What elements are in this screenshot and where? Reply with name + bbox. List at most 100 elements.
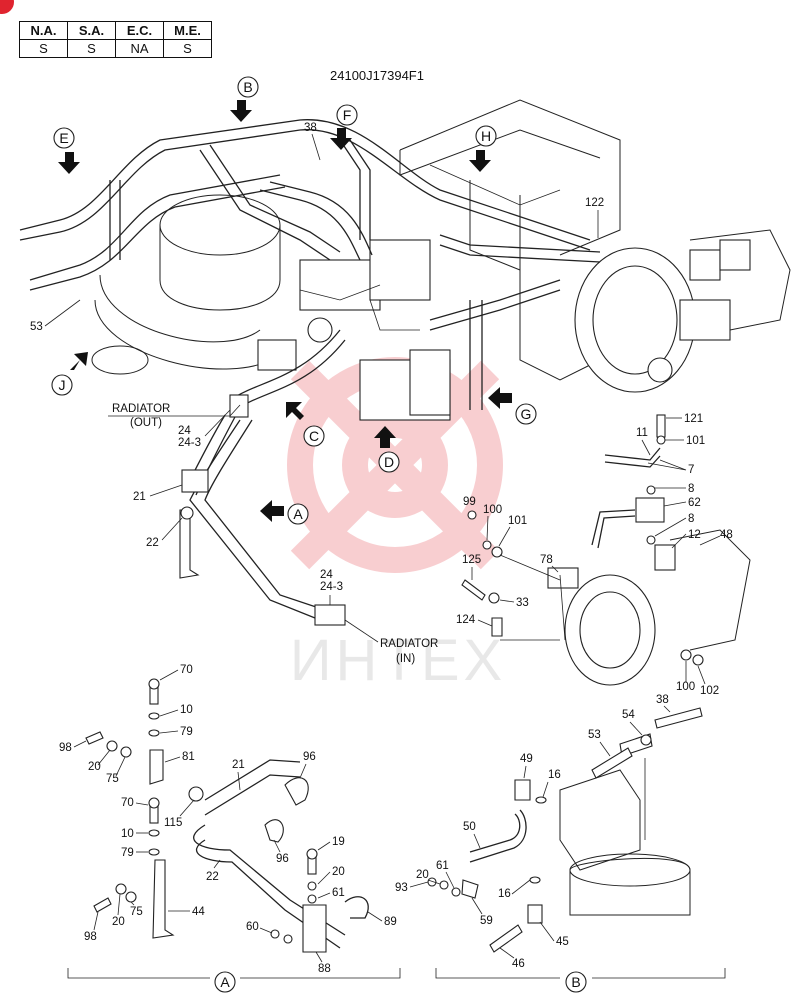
- callout-122: 122: [585, 197, 604, 209]
- svg-text:61: 61: [332, 887, 345, 899]
- svg-text:19: 19: [332, 836, 345, 848]
- svg-text:H: H: [481, 128, 491, 144]
- callout-125: 125: [462, 554, 481, 566]
- svg-text:93: 93: [395, 882, 408, 894]
- svg-text:D: D: [384, 454, 394, 470]
- pump-parts-detail: [461, 414, 751, 686]
- view-marker-e: E: [53, 127, 80, 174]
- callout-38: 38: [304, 122, 317, 134]
- svg-text:60: 60: [246, 921, 259, 933]
- callout-62: 62: [688, 497, 701, 509]
- detail-b-label: B: [571, 974, 580, 990]
- svg-text:E: E: [59, 130, 68, 146]
- svg-text:20: 20: [88, 761, 101, 773]
- callout-102: 102: [700, 685, 719, 697]
- svg-text:G: G: [521, 406, 532, 422]
- detail-b-marker: [565, 971, 587, 993]
- svg-text:70: 70: [180, 664, 193, 676]
- callout-11: 11: [636, 427, 648, 439]
- cell-na: S: [19, 39, 68, 58]
- callout-7: 7: [688, 464, 694, 476]
- svg-text:20: 20: [332, 866, 345, 878]
- col-header-sa: S.A.: [67, 21, 116, 40]
- detail-b-bracket: [435, 968, 726, 979]
- cell-ec: NA: [115, 39, 164, 58]
- svg-text:88: 88: [318, 963, 331, 975]
- detail-b-parts: [427, 707, 703, 953]
- cell-me: S: [163, 39, 212, 58]
- detail-a-parts: [85, 678, 369, 953]
- radiator-out-label: RADIATOR: [112, 403, 170, 415]
- svg-text:10: 10: [121, 828, 134, 840]
- callout-8-a: 8: [688, 483, 694, 495]
- callout-22-main: 22: [146, 537, 159, 549]
- svg-text:70: 70: [121, 797, 134, 809]
- detail-b: 54 38 53 49 16 50 61 20 93 59 16 45 46: [395, 694, 726, 993]
- detail-a-bracket: [67, 968, 401, 979]
- callout-24-in: 24: [320, 569, 333, 581]
- svg-text:45: 45: [556, 936, 569, 948]
- svg-text:20: 20: [112, 916, 125, 928]
- radiator-in-sub: (IN): [396, 653, 415, 665]
- callout-8-b: 8: [688, 513, 694, 525]
- callout-24-out: 24: [178, 425, 191, 437]
- callout-100-a: 100: [483, 504, 502, 516]
- detail-a-label: A: [220, 974, 230, 990]
- svg-text:20: 20: [416, 869, 429, 881]
- svg-text:A: A: [293, 506, 303, 522]
- callout-21-main: 21: [133, 491, 146, 503]
- view-marker-f: F: [330, 104, 358, 150]
- svg-text:38: 38: [656, 694, 669, 706]
- svg-text:10: 10: [180, 704, 193, 716]
- svg-text:81: 81: [182, 751, 195, 763]
- svg-text:J: J: [59, 377, 66, 393]
- callout-33: 33: [516, 597, 529, 609]
- main-callouts: 38 122 53 RADIATOR (OUT) 24 24-3 21 22 2…: [30, 122, 733, 697]
- radiator-bracket: [179, 469, 209, 579]
- svg-text:98: 98: [59, 742, 72, 754]
- view-marker-g: G: [488, 387, 537, 425]
- view-marker-b: B: [230, 76, 259, 122]
- callout-24-3-in: 24-3: [320, 581, 343, 593]
- svg-text:C: C: [309, 428, 319, 444]
- svg-text:79: 79: [180, 726, 193, 738]
- applicability-table: N.A. S.A. E.C. M.E. S S NA S: [19, 21, 212, 58]
- svg-text:44: 44: [192, 906, 205, 918]
- svg-text:115: 115: [164, 817, 182, 829]
- radiator-in-label: RADIATOR: [380, 638, 438, 650]
- detail-b-callouts: 54 38 53 49 16 50 61 20 93 59 16 45 46: [395, 694, 671, 970]
- callout-48: 48: [720, 529, 733, 541]
- valve-block: [257, 239, 451, 421]
- svg-text:75: 75: [130, 906, 143, 918]
- svg-text:22: 22: [206, 871, 219, 883]
- callout-124: 124: [456, 614, 476, 626]
- view-marker-c: C: [286, 402, 325, 447]
- watermark-text: ИНТЕХ: [290, 628, 506, 693]
- view-marker-j: J: [51, 352, 88, 396]
- detail-a: 70 10 79 98 20 75 81 21 96 70 115 10 79: [59, 664, 401, 993]
- svg-text:98: 98: [84, 931, 97, 943]
- svg-text:16: 16: [548, 769, 561, 781]
- view-marker-a: A: [260, 500, 309, 525]
- view-marker-d: D: [374, 426, 400, 473]
- svg-text:46: 46: [512, 958, 525, 970]
- pump-assembly: [574, 229, 791, 393]
- svg-text:16: 16: [498, 888, 511, 900]
- callout-78: 78: [540, 554, 553, 566]
- svg-text:89: 89: [384, 916, 397, 928]
- callout-101-a: 101: [686, 435, 705, 447]
- svg-text:F: F: [343, 107, 352, 123]
- callout-99: 99: [463, 496, 476, 508]
- svg-text:75: 75: [106, 773, 119, 785]
- callout-53: 53: [30, 321, 43, 333]
- svg-text:B: B: [243, 79, 252, 95]
- callout-121: 121: [684, 413, 703, 425]
- svg-text:96: 96: [303, 751, 316, 763]
- callout-101-b: 101: [508, 515, 527, 527]
- callout-100-b: 100: [676, 681, 695, 693]
- view-marker-h: H: [469, 125, 497, 172]
- svg-text:96: 96: [276, 853, 289, 865]
- svg-text:21: 21: [232, 759, 245, 771]
- svg-text:59: 59: [480, 915, 493, 927]
